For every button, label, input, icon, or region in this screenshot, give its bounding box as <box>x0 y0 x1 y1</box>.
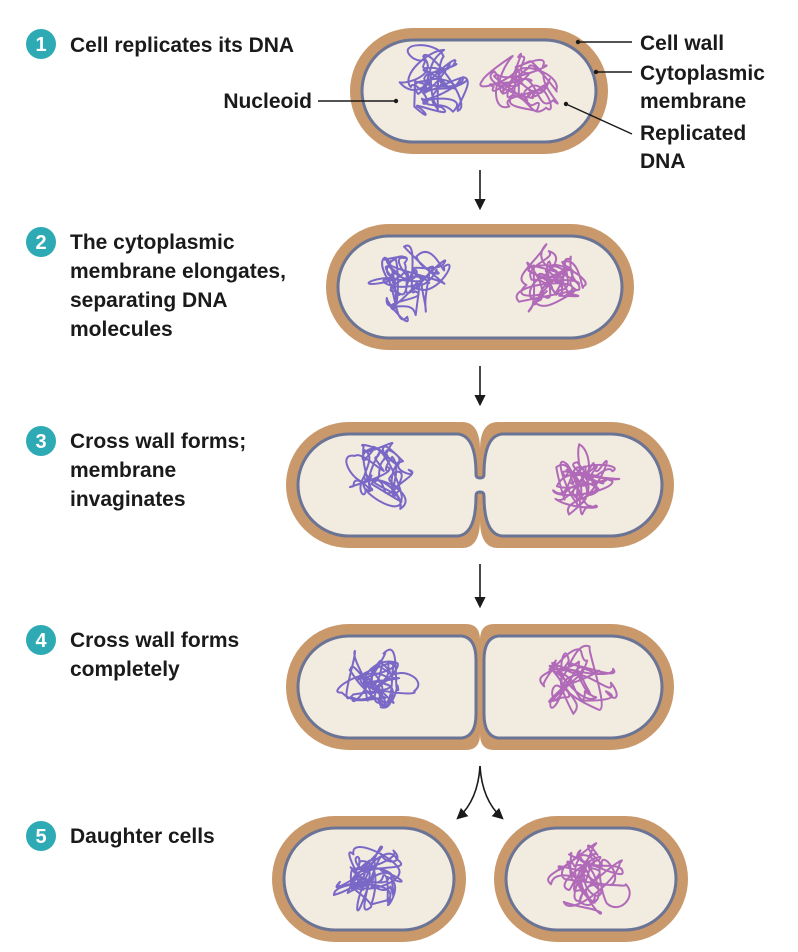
dna-strand <box>552 443 621 516</box>
dna-right <box>539 644 618 715</box>
dna-left <box>345 442 414 510</box>
dna-strand <box>547 842 631 915</box>
arrow-4-to-5-right <box>479 765 504 820</box>
cytoplasmic-membrane-left <box>296 634 478 740</box>
step-2-number: 2 <box>35 232 46 254</box>
dna-strand <box>336 648 420 709</box>
daughter-cell-right <box>494 816 688 942</box>
dna-right <box>515 243 587 313</box>
step-3-number: 3 <box>35 431 46 453</box>
step-2-line-2: membrane elongates, <box>70 260 286 283</box>
nucleoid-leader-dot <box>393 98 399 104</box>
dna-strand <box>345 442 414 510</box>
dna-strand <box>398 44 469 116</box>
step-2-line-1: The cytoplasmic <box>70 231 235 254</box>
nucleoid-label: Nucleoid <box>223 90 312 113</box>
cell-stage-2 <box>326 224 634 350</box>
step-2-badge <box>26 227 56 257</box>
replicated-dna-label-line-1: Replicated <box>640 122 746 145</box>
replicated-dna <box>479 53 559 113</box>
step-5-caption: 5 Daughter cells <box>26 821 215 851</box>
cell-stage-4 <box>286 624 674 750</box>
cell-wall-label: Cell wall <box>640 32 724 55</box>
replicated-dna-leader <box>565 103 633 135</box>
cell-stage-1 <box>350 28 608 154</box>
step-1-number: 1 <box>35 34 46 56</box>
cytoplasmic-membrane <box>360 38 598 144</box>
step-1-line-1: Cell replicates its DNA <box>70 34 294 57</box>
dna-left <box>367 244 451 323</box>
step-3-badge <box>26 426 56 456</box>
step-5-number: 5 <box>35 826 46 848</box>
split-arrows <box>456 765 504 820</box>
step-3-line-3: invaginates <box>70 488 186 511</box>
step-2-line-3: separating DNA <box>70 289 228 312</box>
step-1-caption: 1 Cell replicates its DNA <box>26 29 294 59</box>
dna-strand <box>332 845 403 912</box>
membrane-leader-dot <box>593 69 599 75</box>
dna-right <box>547 842 631 915</box>
membrane-label-line-2: membrane <box>640 90 746 113</box>
arrow-4-to-5-left <box>456 765 481 820</box>
step-5-line-1: Daughter cells <box>70 825 215 848</box>
replicated-dna-leader-dot <box>563 101 569 107</box>
step-3-line-2: membrane <box>70 459 176 482</box>
step-4-caption: 4 Cross wall forms completely <box>26 625 239 681</box>
replicated-dna-label-line-2: DNA <box>640 150 686 173</box>
dna-strand <box>367 244 451 323</box>
step-4-line-1: Cross wall forms <box>70 629 239 652</box>
cell-stage-5 <box>272 816 688 942</box>
cytoplasmic-membrane <box>336 234 624 340</box>
step-3-line-1: Cross wall forms; <box>70 430 246 453</box>
cell-labels: Cell wall Cytoplasmic membrane Nucleoid … <box>223 32 765 173</box>
dna-right <box>552 443 621 516</box>
cell-stage-3 <box>286 422 674 548</box>
step-4-line-2: completely <box>70 658 180 681</box>
dna-left <box>332 845 403 912</box>
dna-strand <box>515 243 587 313</box>
step-2-caption: 2 The cytoplasmic membrane elongates, se… <box>26 227 286 341</box>
nucleoid-left <box>398 44 469 116</box>
step-4-number: 4 <box>35 630 47 652</box>
dna-strand <box>479 53 559 113</box>
membrane-label-line-1: Cytoplasmic <box>640 62 765 85</box>
step-2-line-4: molecules <box>70 318 173 341</box>
step-4-badge <box>26 625 56 655</box>
dna-left <box>336 648 420 709</box>
dna-strand <box>539 644 618 715</box>
cell-wall-leader-dot <box>575 39 581 45</box>
step-5-badge <box>26 821 56 851</box>
step-1-badge <box>26 29 56 59</box>
step-3-caption: 3 Cross wall forms; membrane invaginates <box>26 426 246 511</box>
daughter-cell-left <box>272 816 466 942</box>
